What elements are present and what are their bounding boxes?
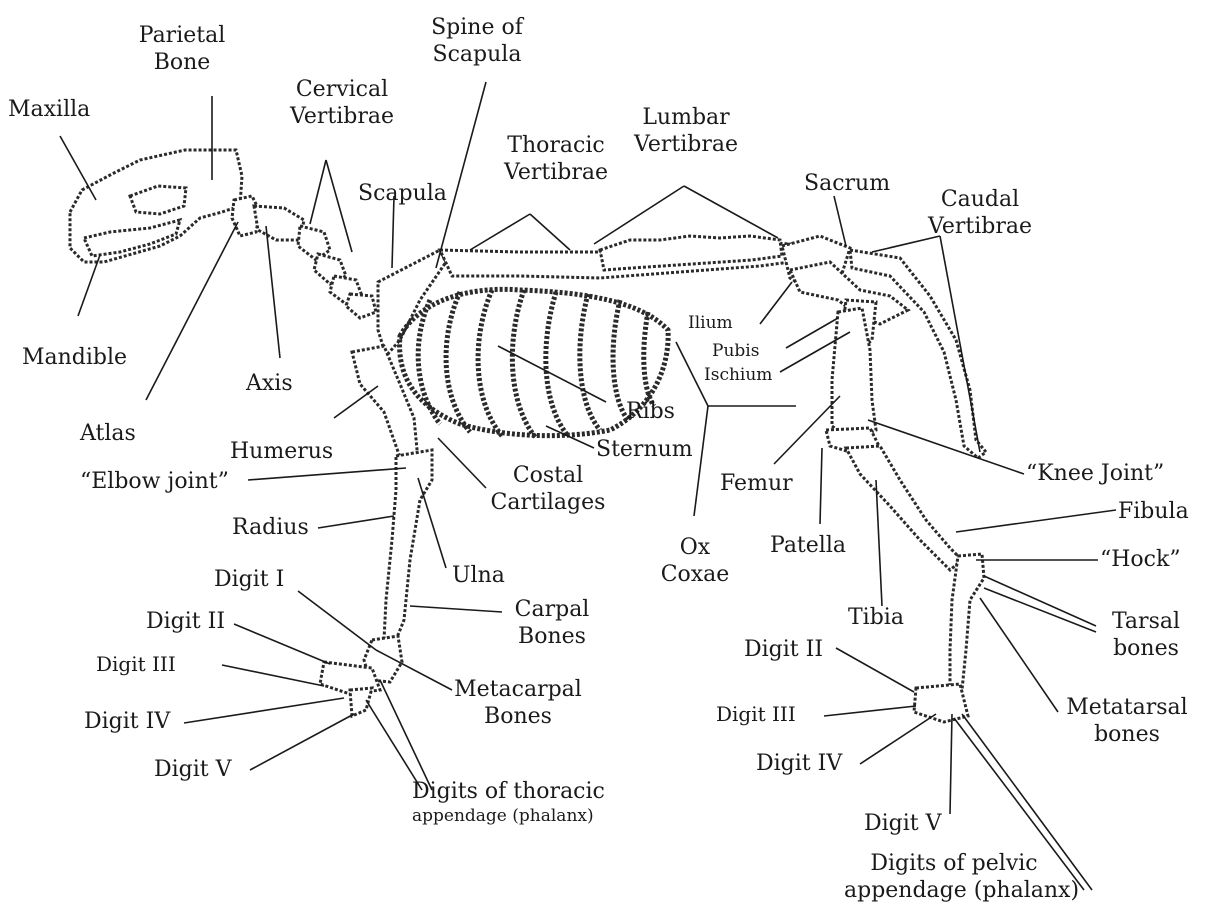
label-line: appendage (phalanx) xyxy=(412,805,605,827)
label-line: Carpal xyxy=(502,596,602,623)
label-spine-of-scapula: Spine of Scapula xyxy=(422,14,532,68)
label-axis: Axis xyxy=(246,370,293,397)
label-ilium: Ilium xyxy=(688,312,733,334)
label-digit-v-front: Digit V xyxy=(154,756,232,783)
label-digit-iv-rear: Digit IV xyxy=(756,750,842,777)
label-cervical-vertebrae: Cervical Vertibrae xyxy=(282,76,402,130)
label-radius: Radius xyxy=(232,514,309,541)
label-sacrum: Sacrum xyxy=(804,170,890,197)
label-line: Cartilages xyxy=(478,489,618,516)
label-femur: Femur xyxy=(720,470,793,497)
label-digit-ii-rear: Digit II xyxy=(744,636,823,663)
label-ulna: Ulna xyxy=(452,562,505,589)
label-ribs: Ribs xyxy=(626,398,675,425)
label-tibia: Tibia xyxy=(848,604,904,631)
label-line: Digits of pelvic xyxy=(844,850,1064,877)
label-ischium: Ischium xyxy=(704,364,772,386)
label-line: Cervical xyxy=(282,76,402,103)
label-parietal-bone: Parietal Bone xyxy=(126,22,238,76)
label-line: Vertibrae xyxy=(626,131,746,158)
label-elbow-joint: “Elbow joint” xyxy=(80,468,229,495)
label-fibula: Fibula xyxy=(1118,498,1189,525)
vertebral-column xyxy=(440,236,850,292)
label-maxilla: Maxilla xyxy=(8,96,90,123)
label-digits-thoracic: Digits of thoracic appendage (phalanx) xyxy=(412,778,605,827)
label-lumbar-vertebrae: Lumbar Vertibrae xyxy=(626,104,746,158)
label-line: Caudal xyxy=(920,186,1040,213)
label-line: Bones xyxy=(448,703,588,730)
label-mandible: Mandible xyxy=(22,344,127,371)
label-digit-v-rear: Digit V xyxy=(864,810,942,837)
label-digit-iii-front: Digit III xyxy=(96,652,176,677)
label-humerus: Humerus xyxy=(230,438,333,465)
label-line: Spine of xyxy=(422,14,532,41)
label-digit-iii-rear: Digit III xyxy=(716,702,796,727)
label-line: Parietal xyxy=(126,22,238,49)
label-digit-iv-front: Digit IV xyxy=(84,708,170,735)
label-hock: “Hock” xyxy=(1100,546,1181,573)
label-metatarsal-bones: Metatarsal bones xyxy=(1062,694,1192,748)
label-thoracic-vertebrae: Thoracic Vertibrae xyxy=(496,132,616,186)
label-carpal-bones: Carpal Bones xyxy=(502,596,602,650)
label-line: Digits of thoracic xyxy=(412,778,605,805)
label-line: Thoracic xyxy=(496,132,616,159)
label-line: Lumbar xyxy=(626,104,746,131)
label-tarsal-bones: Tarsal bones xyxy=(1096,608,1196,662)
label-ox-coxae: Ox Coxae xyxy=(650,534,740,588)
label-line: bones xyxy=(1096,635,1196,662)
label-line: Ox xyxy=(650,534,740,561)
label-caudal-vertebrae: Caudal Vertibrae xyxy=(920,186,1040,240)
label-costal-cartilages: Costal Cartilages xyxy=(478,462,618,516)
label-knee-joint: “Knee Joint” xyxy=(1026,460,1164,487)
label-line: Vertibrae xyxy=(282,103,402,130)
label-digit-ii-front: Digit II xyxy=(146,608,225,635)
label-line: Metacarpal xyxy=(448,676,588,703)
label-line: Scapula xyxy=(422,41,532,68)
label-sternum: Sternum xyxy=(596,436,693,463)
label-line: Coxae xyxy=(650,561,740,588)
axis-bone xyxy=(254,206,304,240)
label-scapula: Scapula xyxy=(358,180,447,207)
label-line: bones xyxy=(1062,721,1192,748)
label-line: Vertibrae xyxy=(496,159,616,186)
label-digits-pelvic: Digits of pelvic appendage (phalanx) xyxy=(844,850,1064,904)
label-line: Bone xyxy=(126,49,238,76)
label-line: Vertibrae xyxy=(920,213,1040,240)
label-pubis: Pubis xyxy=(712,340,759,362)
label-digit-i: Digit I xyxy=(214,566,284,593)
label-line: Bones xyxy=(502,623,602,650)
label-line: Metatarsal xyxy=(1062,694,1192,721)
front-leg xyxy=(320,346,432,716)
label-line: appendage (phalanx) xyxy=(844,877,1064,904)
label-line: Costal xyxy=(478,462,618,489)
skull xyxy=(70,150,242,262)
label-line: Tarsal xyxy=(1096,608,1196,635)
label-patella: Patella xyxy=(770,532,846,559)
label-metacarpal-bones: Metacarpal Bones xyxy=(448,676,588,730)
cervical-vertebrae xyxy=(298,226,376,318)
label-atlas: Atlas xyxy=(80,420,136,447)
